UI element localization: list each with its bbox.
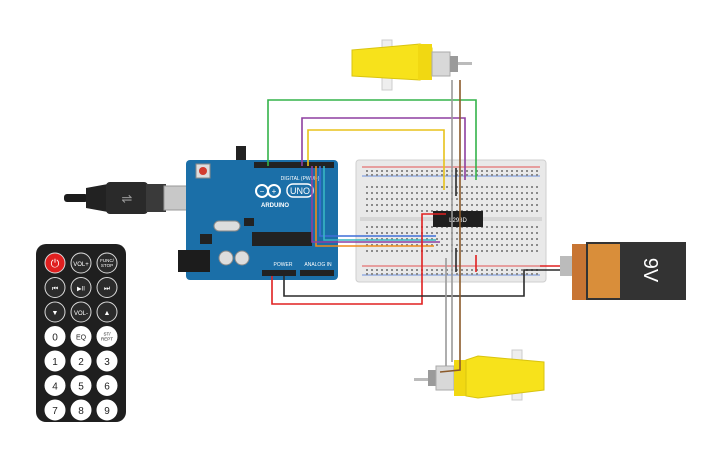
key-6-button[interactable]: 6: [96, 375, 118, 396]
battery-9v[interactable]: 9V: [560, 242, 686, 300]
down-icon: ▼: [52, 310, 59, 317]
remote-buttons[interactable]: ⏻ VOL+ FUNC/STOP ⏮ ▶II ⏭ ▼ VOL- ▲ 0 EQ ST/REPT 1 2 3 4 5…: [44, 252, 118, 421]
wire-orange[interactable]: [315, 166, 434, 247]
wire-black-ground[interactable]: [283, 269, 560, 297]
up-icon: ▲: [104, 310, 111, 317]
analog-label: ANALOG IN: [304, 262, 332, 268]
wire-green[interactable]: [267, 99, 477, 180]
next-icon: ⏭: [104, 286, 111, 293]
power-header[interactable]: [262, 270, 296, 276]
wire-blue[interactable]: [319, 166, 436, 237]
key-5-button[interactable]: 5: [70, 375, 92, 396]
prev-button[interactable]: ⏮: [44, 277, 66, 298]
key-1-button[interactable]: 1: [44, 350, 66, 372]
remote-key-label: 3: [104, 357, 110, 368]
power-button[interactable]: ⏻: [44, 252, 66, 274]
arduino-uno-board[interactable]: DIGITAL (PWM~) − + UNO ARDUINO POWER ANA…: [178, 146, 338, 280]
remote-key-label: 2: [78, 357, 84, 368]
wire-yellow[interactable]: [307, 129, 445, 190]
power-label: POWER: [274, 262, 293, 268]
key-7-button[interactable]: 7: [44, 399, 66, 421]
wires[interactable]: [267, 80, 560, 373]
key-9-button[interactable]: 9: [96, 399, 118, 421]
board-model: UNO: [290, 186, 310, 196]
remote-key-label: 7: [52, 406, 58, 417]
key-st-rept-button[interactable]: ST/REPT: [96, 326, 118, 347]
dc-motor-top[interactable]: [351, 39, 472, 91]
l293d-driver-chip[interactable]: L293D: [433, 211, 483, 227]
remote-key-label: 1: [52, 357, 58, 368]
key-eq-button[interactable]: EQ: [70, 326, 92, 347]
play-pause-icon: ▶II: [77, 287, 85, 293]
driver-ic-label: L293D: [449, 218, 467, 224]
digital-header[interactable]: [254, 162, 334, 168]
power-icon: ⏻: [51, 258, 60, 270]
down-button[interactable]: ▼: [44, 301, 66, 323]
remote-key-label: VOL+: [73, 262, 89, 268]
remote-key-label: 9: [104, 406, 110, 417]
prev-icon: ⏮: [52, 286, 58, 293]
key-4-button[interactable]: 4: [44, 375, 66, 396]
battery-label: 9V: [639, 258, 661, 283]
analog-header[interactable]: [300, 270, 334, 276]
svg-text:+: +: [272, 187, 277, 196]
key-vol--button[interactable]: VOL+: [70, 252, 92, 274]
wire-red-power[interactable]: [271, 213, 446, 305]
wire-purple[interactable]: [301, 117, 466, 180]
remote-key-label: ST/REPT: [101, 332, 113, 342]
key-3-button[interactable]: 3: [96, 350, 118, 372]
remote-key-label: 0: [52, 333, 58, 344]
remote-key-label: EQ: [76, 335, 87, 342]
breadboard-holes[interactable]: [366, 170, 538, 275]
remote-key-label: 5: [78, 382, 84, 393]
wire-brown-motor-top[interactable]: [439, 80, 461, 373]
atmega-chip: [252, 232, 312, 246]
remote-key-label: 8: [78, 406, 84, 417]
wire-cyan[interactable]: [323, 166, 436, 241]
remote-key-label: 6: [104, 382, 110, 393]
svg-text:−: −: [260, 187, 265, 196]
next-button[interactable]: ⏭: [96, 277, 118, 298]
ir-remote[interactable]: ⏻ VOL+ FUNC/STOP ⏮ ▶II ⏭ ▼ VOL- ▲ 0 EQ ST/REPT 1 2 3 4 5…: [36, 244, 126, 422]
usb-cable[interactable]: ⇌: [64, 182, 197, 214]
remote-key-label: 4: [52, 382, 58, 393]
remote-key-label: FUNC/STOP: [100, 258, 114, 268]
key-8-button[interactable]: 8: [70, 399, 92, 421]
digital-label: DIGITAL (PWM~): [281, 176, 320, 182]
key-2-button[interactable]: 2: [70, 350, 92, 372]
arduino-logo-icon: − +: [255, 184, 281, 198]
key-0-button[interactable]: 0: [44, 326, 66, 347]
board-pcb: [186, 160, 338, 280]
usb-icon: ⇌: [122, 191, 133, 206]
board-brand: ARDUINO: [261, 203, 289, 209]
power-jack[interactable]: [178, 250, 210, 272]
remote-key-label: VOL-: [74, 311, 88, 317]
key-vol--button[interactable]: VOL-: [70, 301, 92, 323]
up-button[interactable]: ▲: [96, 301, 118, 323]
dc-motor-bottom[interactable]: [414, 349, 545, 401]
play-pause-button[interactable]: ▶II: [70, 277, 92, 298]
key-func-stop-button[interactable]: FUNC/STOP: [96, 252, 118, 274]
wire-purple-2[interactable]: [311, 166, 440, 243]
